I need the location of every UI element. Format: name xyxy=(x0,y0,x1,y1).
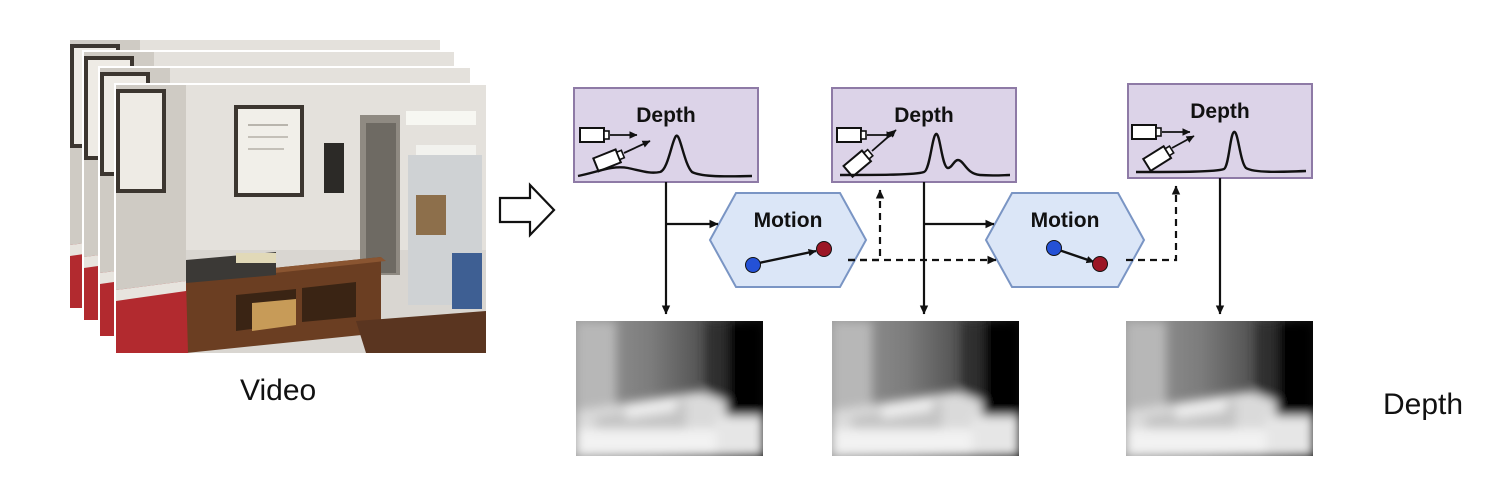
video-frame-stack xyxy=(69,39,487,355)
camera-icon xyxy=(579,127,610,143)
depth-distribution-curve xyxy=(577,134,753,178)
motion-box-label: Motion xyxy=(1031,209,1100,232)
start-point-icon xyxy=(1046,240,1062,256)
camera-icon xyxy=(836,127,867,143)
depth-distribution-curve xyxy=(1135,130,1307,174)
motion-box-1: Motion xyxy=(708,192,868,288)
camera-tilted-icon xyxy=(1141,144,1175,173)
motion-box-label: Motion xyxy=(754,209,823,232)
depth-map-2 xyxy=(832,321,1020,456)
video-frame-front xyxy=(114,83,487,355)
depth-distribution-curve xyxy=(839,132,1011,177)
depth-map-1 xyxy=(576,321,764,456)
camera-tilted-icon xyxy=(592,148,626,173)
motion-box-2: Motion xyxy=(984,192,1146,288)
depth-box-1: Depth xyxy=(573,87,759,183)
block-arrow-icon xyxy=(498,182,556,238)
solid-connectors xyxy=(661,178,1225,315)
depth-box-label: Depth xyxy=(636,104,696,127)
end-point-icon xyxy=(1092,256,1108,272)
depth-box-2: Depth xyxy=(831,87,1017,183)
end-point-icon xyxy=(816,241,832,257)
dashed-connectors xyxy=(848,185,1181,265)
depth-box-label: Depth xyxy=(894,104,954,127)
depth-box-3: Depth xyxy=(1127,83,1313,179)
depth-map-3 xyxy=(1126,321,1314,456)
depth-caption: Depth xyxy=(1383,388,1464,421)
depth-box-label: Depth xyxy=(1190,100,1250,123)
camera-tilted-icon xyxy=(842,148,874,179)
start-point-icon xyxy=(745,257,761,273)
camera-icon xyxy=(1131,124,1162,140)
video-caption: Video xyxy=(240,374,317,407)
